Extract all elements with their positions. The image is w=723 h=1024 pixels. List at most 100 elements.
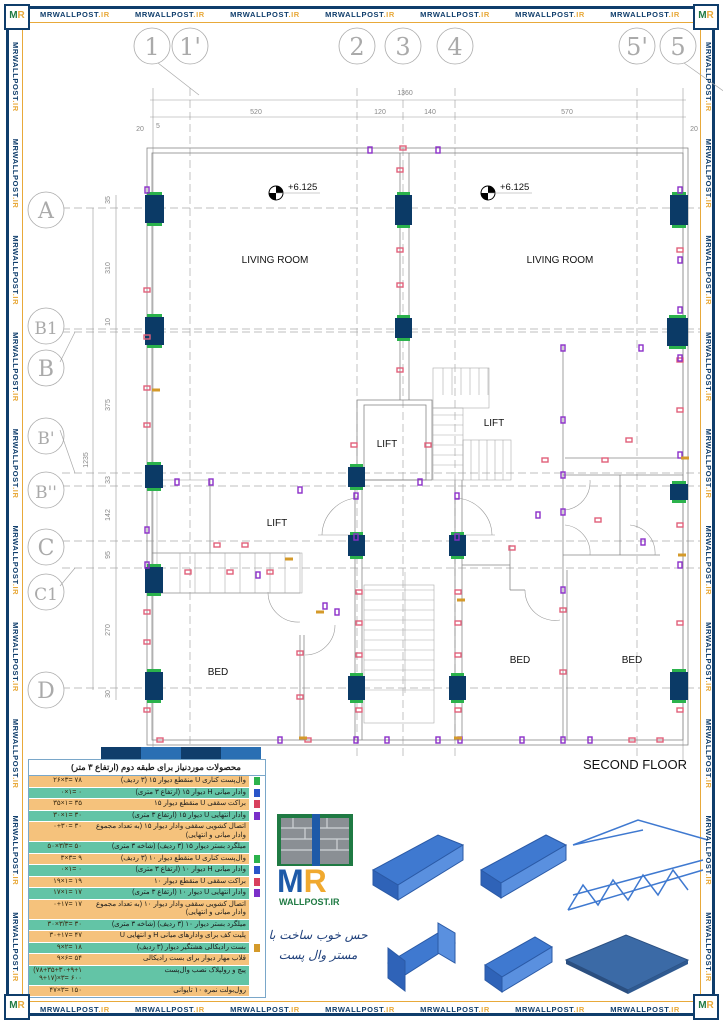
blank-icon-cell <box>249 931 265 942</box>
grid-bubble-left: B'' <box>27 471 65 509</box>
bracket-mark <box>296 694 304 700</box>
wallpost-mark <box>147 345 162 348</box>
row-label: وادار انتهایی U دیوار ۱۵ (ارتفاع ۳ متری) <box>85 810 249 821</box>
room-lift-left: LIFT <box>267 518 288 529</box>
bracket-mark <box>676 357 684 363</box>
floor-plate-image <box>564 934 690 994</box>
bracket-mark <box>676 707 684 713</box>
dim-left-segment: 375 <box>105 399 112 411</box>
table-row: وال‌پست کناری U منقطع دیوار ۱۰ (۳ ردیف) … <box>29 853 265 865</box>
bracket-mark <box>601 457 609 463</box>
row-label: براکت سقفی U منقطع دیوار ۱۵ <box>85 799 249 810</box>
materials-table: محصولات موردنیاز برای طبقه دوم (ارتفاع ۳… <box>28 747 266 998</box>
decor-bars <box>101 747 261 759</box>
end-stud-mark <box>560 471 566 479</box>
bracket-mark <box>355 620 363 626</box>
end-stud-mark <box>174 478 180 486</box>
bracket-mark <box>676 522 684 528</box>
wallpost-mark <box>672 700 686 703</box>
grid-bubble-top: 1' <box>171 27 209 65</box>
bracket-mark <box>143 334 151 340</box>
table-row: براکت سقفی U منقطع دیوار ۱۵ ۳۵×۱= ۳۵ <box>29 799 265 811</box>
grid-lines <box>62 88 700 760</box>
wallpost-mark <box>451 673 464 676</box>
column <box>145 465 163 488</box>
column <box>145 672 163 700</box>
column <box>395 318 412 338</box>
end-stud-mark <box>560 586 566 594</box>
bracket-mark <box>676 247 684 253</box>
end-stud-image <box>484 936 553 993</box>
svg-text:4: 4 <box>447 33 462 61</box>
column <box>145 195 164 223</box>
dim-left-segment: 142 <box>105 509 112 521</box>
bracket-mark <box>156 737 164 743</box>
corner-logo-icon: MR <box>4 4 30 30</box>
row-value: (۷۸+۳۵+۳۰+۹+۱۹+۱۷)×۳= ۶۰۰ <box>29 965 85 985</box>
logo-site: WALLPOST.IR <box>279 897 340 907</box>
row-label: وال‌پست کناری U منقطع دیوار ۱۰ (۳ ردیف) <box>85 853 249 864</box>
wallpost-mark <box>147 192 162 195</box>
end-stud-mark <box>677 561 683 569</box>
bracket-mark <box>559 607 567 613</box>
row-value: ۰×۱= ۰ <box>29 865 85 876</box>
wallpost-mark <box>350 556 363 559</box>
bracket-mark <box>304 737 312 743</box>
table-row: رول‌بولت نمره ۱۰ تایوانی ۴۷×۳= ۱۵۰ <box>29 985 265 997</box>
end-stud-mark <box>435 736 441 744</box>
dim-edge-right: 20 <box>690 126 698 133</box>
end-stud-mark <box>322 602 328 610</box>
tie-mark <box>316 610 324 614</box>
tie-mark <box>299 736 307 740</box>
bracket-mark <box>266 569 274 575</box>
svg-text:B': B' <box>37 429 54 449</box>
end-stud-mark <box>417 478 423 486</box>
dim-left-segment: 270 <box>105 624 112 636</box>
radical-tie-icon <box>249 942 265 953</box>
wallpost-mark <box>672 500 686 503</box>
bracket-mark <box>594 517 602 523</box>
blank-icon-cell <box>249 842 265 853</box>
bracket-mark <box>541 457 549 463</box>
top-dimension-labels: 1360 520 120 140 570 20 5 20 <box>136 90 698 133</box>
wallpost-mark <box>350 464 363 467</box>
tie-mark <box>457 598 465 602</box>
end-stud-mark <box>560 736 566 744</box>
wallpost-mark <box>451 700 464 703</box>
grid-bubble-top: 5' <box>618 27 656 65</box>
row-label: قلاب مهار دیوار برای بست رادیکالی <box>85 954 249 965</box>
room-lift-right: LIFT <box>484 418 505 429</box>
svg-text:B'': B'' <box>35 483 57 503</box>
row-value: ۱۷×۱= ۱۷ <box>29 888 85 899</box>
row-label: بست رادیکالی هشتگیر دیوار (۳ ردیف) <box>85 942 249 953</box>
row-value: ۵۰×۳/۳= ۵۰ <box>29 842 85 853</box>
bracket-mark <box>454 652 462 658</box>
grid-bubble-left: C <box>27 528 65 566</box>
end-stud-mark <box>297 486 303 494</box>
bracket-mark <box>454 620 462 626</box>
stud-h-icon <box>249 787 265 798</box>
blank-icon-cell <box>249 985 265 996</box>
blank-icon-cell <box>249 954 265 965</box>
table-row: وادار انتهایی U دیوار ۱۵ (ارتفاع ۳ متری)… <box>29 810 265 822</box>
end-stud-mark <box>677 256 683 264</box>
row-value: ۳۰+۱۷= ۴۷ <box>29 931 85 942</box>
wallpost-mark <box>350 487 363 490</box>
wallpost-mark <box>350 673 363 676</box>
dim-120: 120 <box>374 109 386 116</box>
row-label: وادار انتهایی U دیوار ۱۰ (ارتفاع ۳ متری) <box>85 888 249 899</box>
table-row: پیچ و رولپلاک نصب وال‌پست (۷۸+۳۵+۳۰+۹+۱۹… <box>29 965 265 986</box>
dim-left-segment: 10 <box>105 318 112 326</box>
end-stud-mark <box>144 526 150 534</box>
dim-570: 570 <box>561 109 573 116</box>
wallpost-mark <box>147 564 161 567</box>
table-row: قلاب مهار دیوار برای بست رادیکالی ۹×۶= ۵… <box>29 954 265 966</box>
bracket-mark <box>355 589 363 595</box>
row-value: ۹×۶= ۵۴ <box>29 954 85 965</box>
svg-text:B: B <box>38 357 54 382</box>
bracket-mark <box>396 367 404 373</box>
